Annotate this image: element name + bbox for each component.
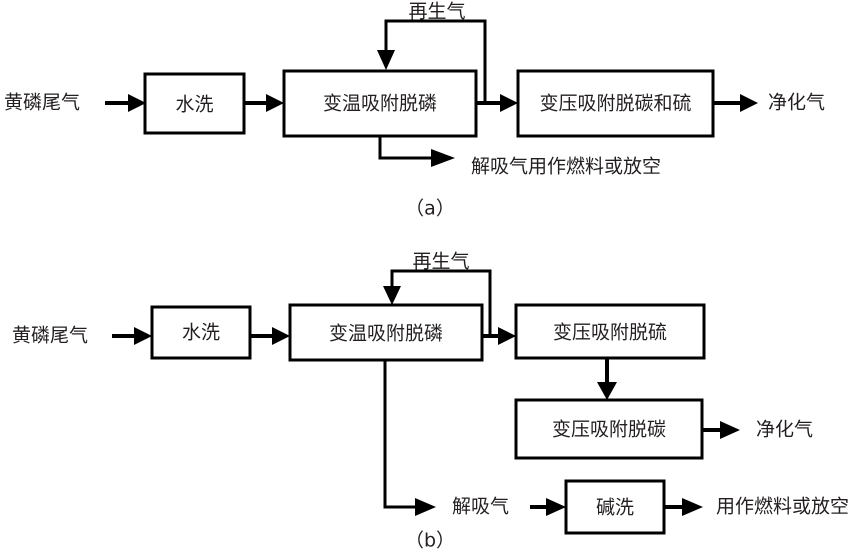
- arrow-b-psa-s-to-psa-c: [597, 358, 617, 400]
- arrow-a-psa-to-output: [713, 94, 758, 112]
- recycle-loop-a: [377, 19, 487, 103]
- recycle-loop-b: [383, 269, 492, 336]
- arrow-a-wash-to-tsa: [244, 94, 284, 112]
- label-a-input: 黄磷尾气: [4, 92, 80, 114]
- arrow-b-wash-to-tsa: [250, 327, 290, 345]
- arrow-a-input-to-wash: [105, 94, 146, 112]
- label-b-desorb: 解吸气: [452, 496, 509, 518]
- label-b-alkali: 碱洗: [596, 497, 634, 519]
- branch-b-desorb: [383, 360, 436, 516]
- arrow-b-input-to-wash: [112, 327, 152, 345]
- box-b-alkali: [564, 479, 666, 535]
- branch-a-desorb: [378, 136, 455, 167]
- label-b-fuel: 用作燃料或放空: [716, 496, 849, 518]
- label-b-tsa: 变温吸附脱磷: [329, 323, 443, 345]
- arrow-b-tsa-to-psa-s: [482, 327, 516, 345]
- arrow-b-psa-c-to-output: [702, 421, 740, 439]
- arrow-a-tsa-to-psa: [476, 94, 518, 112]
- panel-a-group: 黄磷尾气 水洗 变温吸附脱磷: [4, 1, 825, 220]
- box-a-psa: [516, 69, 715, 138]
- box-b-psa-sulfur: [514, 303, 706, 360]
- box-b-wash: [150, 305, 252, 360]
- caption-panel-b: （b）: [405, 530, 455, 552]
- label-b-recycle: 再生气: [412, 251, 469, 273]
- label-b-psa-sulfur: 变压吸附脱硫: [553, 322, 667, 344]
- label-b-wash: 水洗: [182, 322, 220, 344]
- label-a-recycle: 再生气: [408, 1, 465, 23]
- caption-panel-a: （a）: [405, 198, 455, 220]
- label-b-output: 净化气: [756, 419, 813, 441]
- label-a-output: 净化气: [768, 92, 825, 114]
- label-a-psa: 变压吸附脱碳和硫: [539, 93, 691, 115]
- arrow-b-desorb-to-alkali: [530, 498, 566, 516]
- panel-b-group: 黄磷尾气 水洗 变温吸附脱磷: [12, 251, 849, 552]
- label-a-desorb: 解吸气用作燃料或放空: [471, 156, 661, 178]
- label-b-input: 黄磷尾气: [12, 325, 88, 347]
- label-a-tsa: 变温吸附脱磷: [323, 93, 437, 115]
- label-b-psa-carbon: 变压吸附脱碳: [552, 419, 666, 441]
- box-b-psa-carbon: [514, 398, 704, 460]
- arrow-b-alkali-to-fuel: [664, 498, 703, 516]
- label-a-wash: 水洗: [175, 94, 213, 116]
